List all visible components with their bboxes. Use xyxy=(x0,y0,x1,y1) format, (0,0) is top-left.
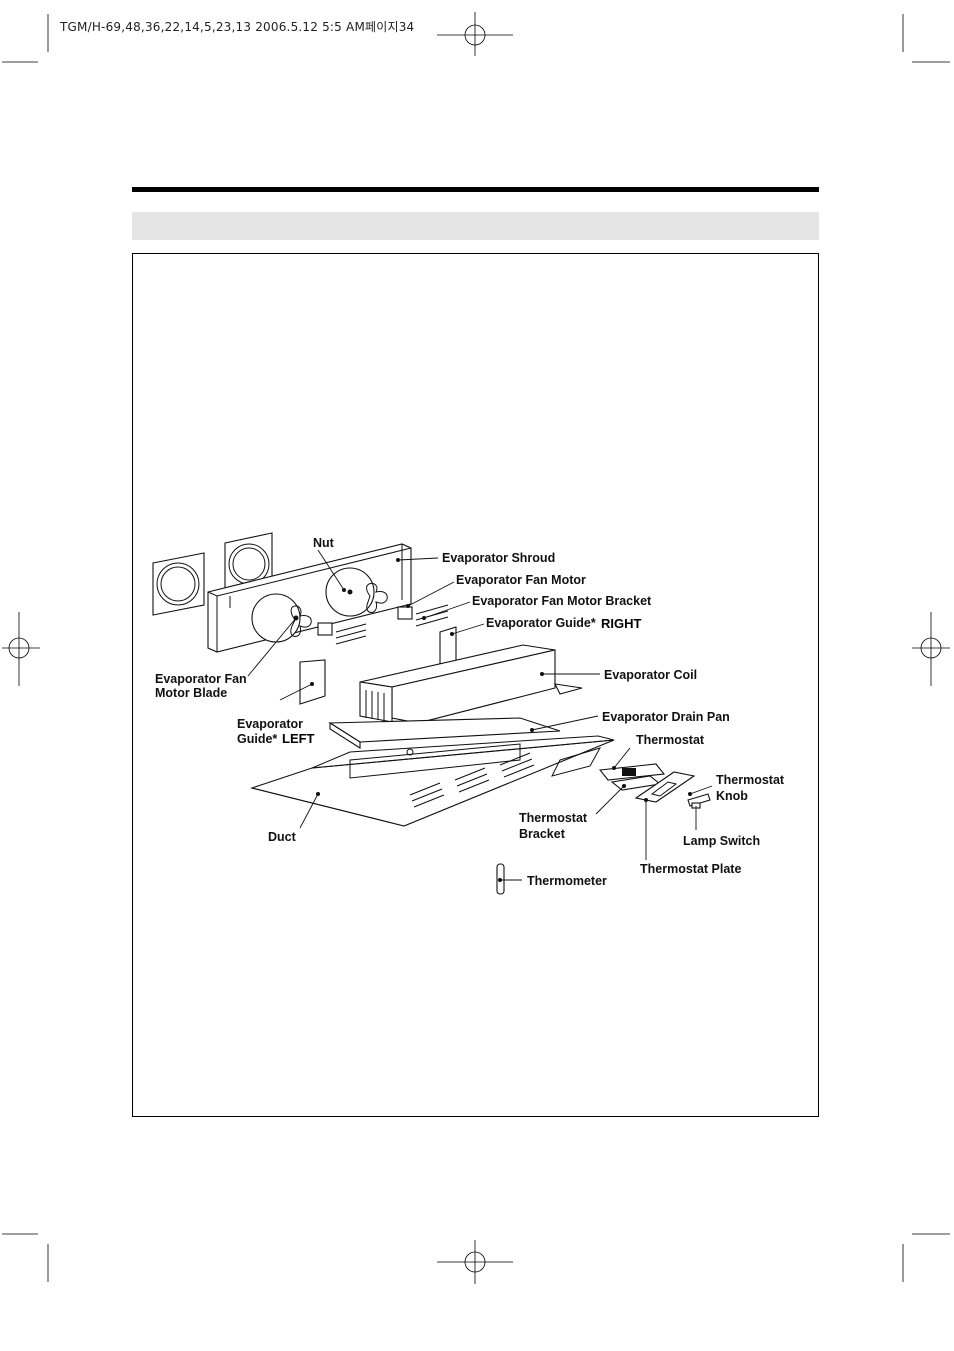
label-duct: Duct xyxy=(268,830,297,844)
fan-motor-bracket-b xyxy=(397,604,449,627)
leader-dots xyxy=(310,558,692,802)
evaporator-guide-left xyxy=(299,659,326,705)
label-guide-right-side: RIGHT xyxy=(601,616,642,631)
label-thermostat-bracket-line2: Bracket xyxy=(519,827,566,841)
label-thermostat-plate: Thermostat Plate xyxy=(640,862,741,876)
diagram-frame xyxy=(132,253,819,1117)
label-evaporator-fan-motor: Evaporator Fan Motor xyxy=(456,573,586,587)
evaporator-drain-pan xyxy=(328,717,561,749)
label-evaporator-coil: Evaporator Coil xyxy=(604,668,697,682)
fan-motor-left xyxy=(251,593,312,643)
label-thermostat-knob-line2: Knob xyxy=(716,789,748,803)
header-rule xyxy=(132,187,819,192)
label-evaporator-fan-motor-bracket: Evaporator Fan Motor Bracket xyxy=(472,594,652,608)
fan-motor-bracket-a xyxy=(317,622,367,645)
label-evaporator-drain-pan: Evaporator Drain Pan xyxy=(602,710,730,724)
label-thermostat-knob-line1: Thermostat xyxy=(716,773,785,787)
fan-grill-left xyxy=(152,552,205,616)
label-lamp-switch: Lamp Switch xyxy=(683,834,760,848)
label-fan-motor-blade-line2: Motor Blade xyxy=(155,686,227,700)
label-evaporator-guide-left-line2: Guide* xyxy=(237,732,277,746)
label-thermometer: Thermometer xyxy=(527,874,607,888)
label-nut: Nut xyxy=(313,536,335,550)
label-evaporator-guide-left-line1: Evaporator xyxy=(237,717,303,731)
label-fan-motor-blade-line1: Evaporator Fan xyxy=(155,672,247,686)
print-header: TGM/H-69,48,36,22,14,5,23,13 2006.5.12 5… xyxy=(60,20,415,34)
thermostat-plate xyxy=(634,771,696,803)
leader-lines xyxy=(247,549,713,881)
thermometer xyxy=(496,863,505,895)
evaporator-coil xyxy=(359,644,583,724)
label-thermostat-bracket-line1: Thermostat xyxy=(519,811,588,825)
section-title-band xyxy=(132,212,819,240)
label-thermostat: Thermostat xyxy=(636,733,705,747)
label-guide-left-side: LEFT xyxy=(282,731,315,746)
thermostat xyxy=(598,763,666,781)
label-evaporator-guide-right: Evaporator Guide* xyxy=(486,616,596,630)
label-evaporator-shroud: Evaporator Shroud xyxy=(442,551,555,565)
duct xyxy=(250,735,615,827)
